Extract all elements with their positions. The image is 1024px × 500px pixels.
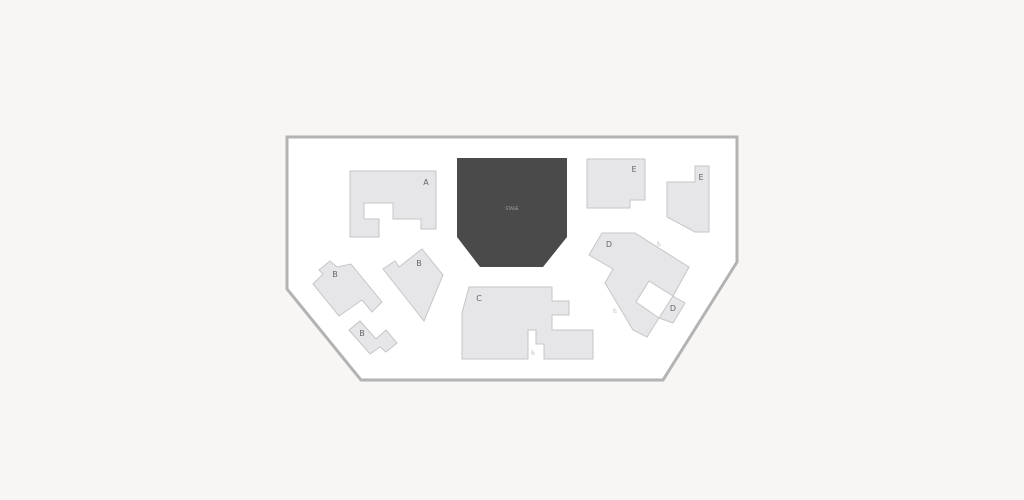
section-label: D: [606, 240, 612, 249]
section-label: B: [332, 270, 338, 279]
section-label: A: [423, 178, 429, 187]
section-label: B: [359, 329, 365, 338]
wheelchair-icon: ♿: [612, 307, 618, 315]
section-c[interactable]: C ♿: [461, 286, 594, 360]
section-label: E: [698, 173, 703, 182]
section-label: B: [416, 259, 422, 268]
stage-label: STAGE: [506, 206, 519, 211]
section-e-2[interactable]: E: [666, 165, 710, 233]
section-label: D: [670, 304, 676, 313]
section-b-1[interactable]: B: [312, 260, 383, 317]
wheelchair-icon: ♿: [530, 349, 536, 357]
section-e-1[interactable]: E: [586, 158, 646, 209]
section-d-1[interactable]: D ♿ ♿: [588, 232, 690, 338]
section-d-2[interactable]: D: [658, 295, 686, 324]
wheelchair-icon: ♿: [656, 240, 662, 248]
section-b-2[interactable]: B: [382, 248, 444, 322]
section-label: C: [476, 294, 482, 303]
stage: STAGE: [457, 158, 567, 267]
section-b-3[interactable]: B: [348, 320, 398, 355]
section-label: E: [631, 165, 636, 174]
section-a[interactable]: A: [349, 170, 437, 238]
